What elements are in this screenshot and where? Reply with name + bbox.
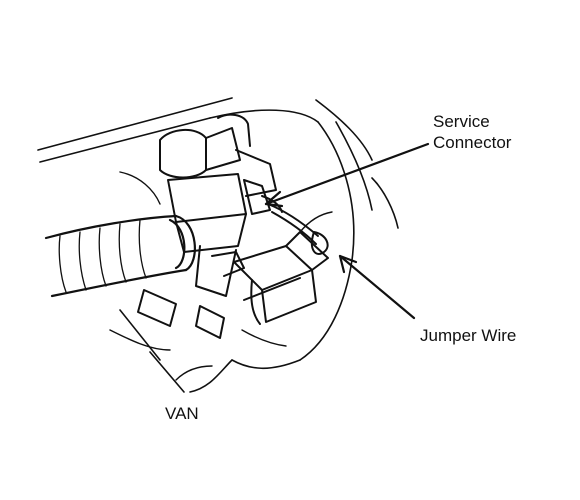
vehicle-type-caption: VAN <box>165 404 199 423</box>
wiring-detail <box>109 171 333 381</box>
jumper-wire-label: Jumper Wire <box>420 326 517 345</box>
jumper-wire-leader <box>338 254 416 320</box>
intake-hose <box>44 214 196 298</box>
service-connector-leader <box>264 142 430 208</box>
service-connector <box>243 179 329 255</box>
service-connector-label-line1: Service <box>433 112 490 131</box>
relay-block <box>233 231 329 325</box>
hood-outline <box>37 97 399 393</box>
service-connector-label-line2: Connector <box>433 133 512 152</box>
throttle-body-assembly <box>137 113 277 339</box>
